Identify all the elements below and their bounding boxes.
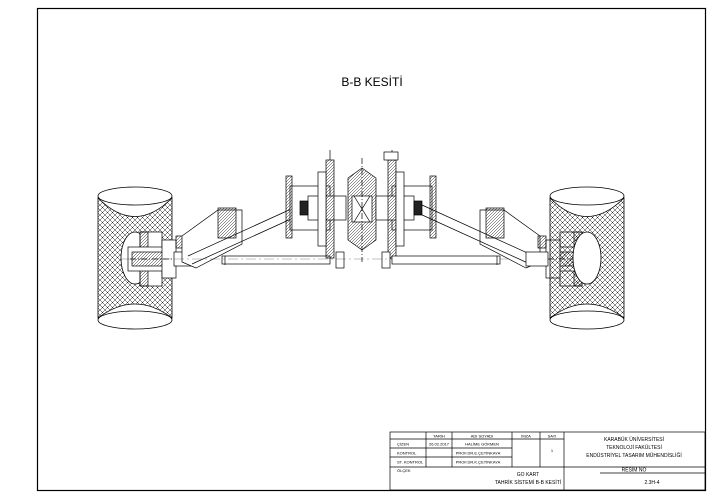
- row-olcek: ÖLÇEK: [397, 468, 411, 473]
- header-sayi: SAYI: [548, 434, 557, 439]
- resim-no-value: 2.3H-4: [644, 480, 659, 486]
- header-adi-soyadi: ADI SOYADI: [471, 434, 494, 439]
- resim-no-label: RESİM NO: [622, 467, 647, 474]
- institution-line-2: TEKNOLOJİ FAKÜLTESİ: [606, 444, 662, 451]
- row-cizen: ÇİZEN: [397, 442, 409, 447]
- left-suspension-arms: [181, 204, 331, 269]
- right-axle-housing: [375, 150, 437, 269]
- left-axle-housing: [285, 150, 347, 269]
- institution-line-1: KARABÜK ÜNİVERSİTESİ: [604, 436, 664, 443]
- name-cizen: HALİME GÖKMEN: [465, 442, 499, 447]
- project-line-2: TAHRİK SİSTEMİ B-B KESİTİ: [495, 479, 561, 486]
- title-block-text: TARİH ADI SOYADI İMZA SAYI ÇİZEN KONTROL…: [397, 434, 682, 487]
- differential-gear: [347, 158, 377, 262]
- name-kontrol: PROF.DR.E.ÇETİNKAYA: [456, 451, 501, 456]
- row-st-kontrol: ST. KONTROL: [397, 460, 424, 465]
- drawing-border: [36, 7, 707, 492]
- section-title: B-B KESİTİ: [341, 75, 402, 89]
- header-tarih: TARİH: [433, 434, 445, 439]
- header-imza: İMZA: [521, 434, 531, 439]
- row-kontrol: KONTROL: [397, 451, 417, 456]
- project-line-1: GO KART: [517, 472, 539, 478]
- right-wheel: [549, 186, 625, 330]
- sheet-count: 1: [551, 448, 554, 453]
- date-cizen: 26.02.2017: [429, 442, 450, 447]
- right-suspension-arms: [391, 204, 541, 269]
- institution-line-3: ENDÜSTRİYEL TASARIM MÜHENDİSLİĞİ: [586, 452, 681, 459]
- title-block: [389, 431, 706, 491]
- name-st-kontrol: PROF.DR.K.ÇETİNKAYA: [456, 460, 501, 465]
